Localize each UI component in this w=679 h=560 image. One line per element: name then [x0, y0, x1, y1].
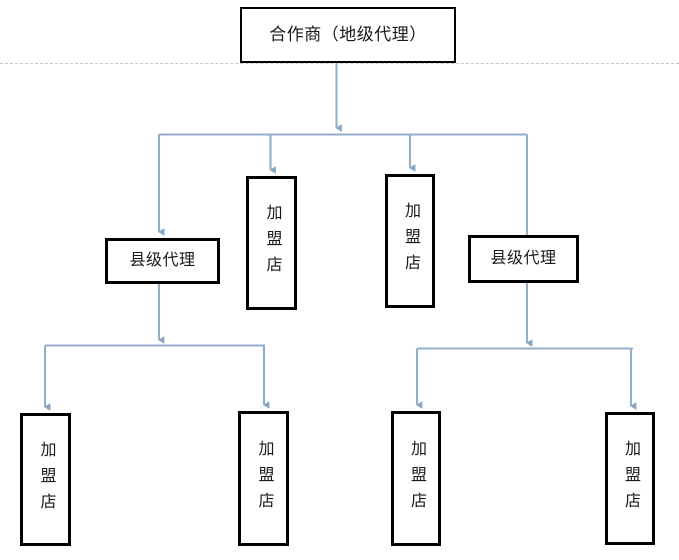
node-label: 加盟店: [402, 202, 419, 280]
node-label: 加盟店: [37, 440, 55, 519]
node-label: 县级代理: [490, 249, 557, 267]
node-franchise-store-direct-left[interactable]: 加盟店: [246, 176, 297, 310]
node-label: 加盟店: [255, 439, 273, 518]
node-county-agent-left[interactable]: 县级代理: [105, 238, 220, 284]
node-franchise-store-1[interactable]: 加盟店: [20, 413, 71, 546]
page-divider: [0, 63, 679, 64]
node-franchise-store-2[interactable]: 加盟店: [238, 411, 289, 546]
node-label: 合作商（地级代理）: [269, 25, 427, 45]
node-franchise-store-4[interactable]: 加盟店: [605, 412, 655, 545]
node-franchise-store-direct-right[interactable]: 加盟店: [385, 174, 435, 308]
node-label: 加盟店: [408, 439, 425, 518]
node-county-agent-right[interactable]: 县级代理: [468, 235, 579, 283]
node-label: 加盟店: [263, 204, 281, 282]
node-franchise-store-3[interactable]: 加盟店: [391, 411, 441, 546]
node-label: 县级代理: [129, 251, 196, 269]
node-label: 加盟店: [622, 439, 639, 518]
node-partner-city-agent[interactable]: 合作商（地级代理）: [240, 7, 456, 63]
